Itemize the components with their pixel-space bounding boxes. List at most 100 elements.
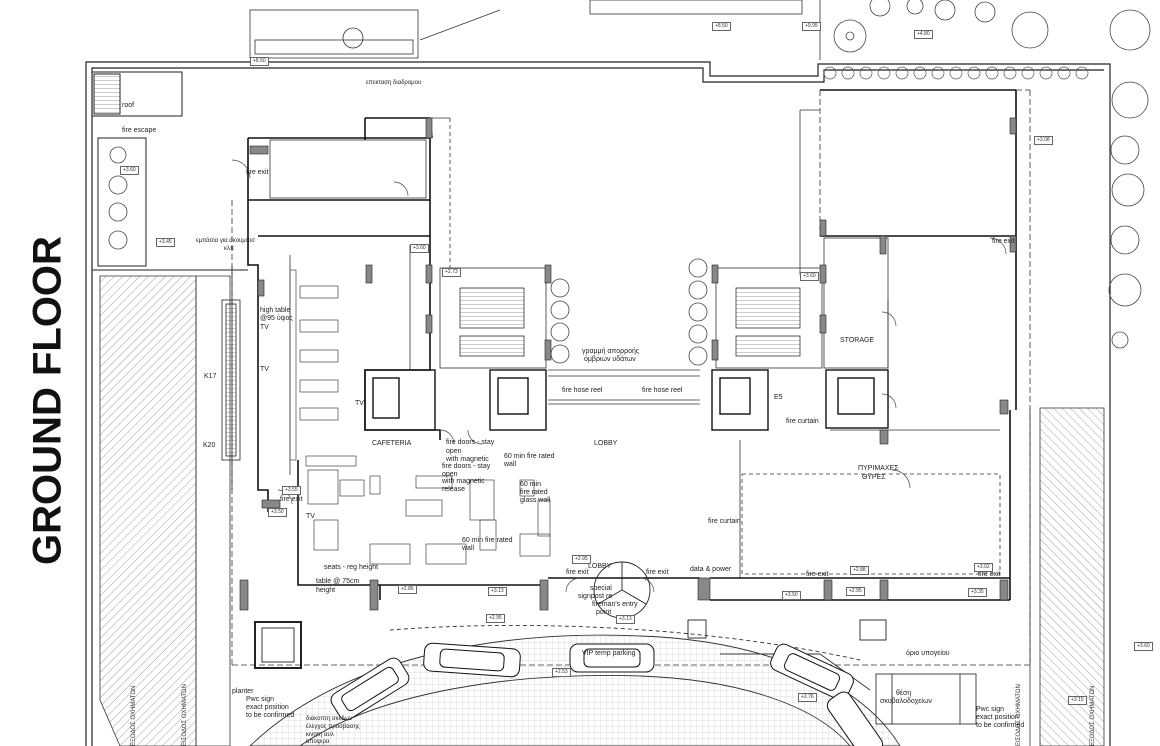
pwc-sign-note: to be confirmed bbox=[246, 712, 295, 719]
level-tag: +2.53 bbox=[552, 668, 571, 677]
fire-curtain-label: fire curtain bbox=[786, 418, 819, 425]
pwc-sign-note: Pwc sign bbox=[246, 696, 275, 703]
trees bbox=[108, 0, 1151, 366]
cars bbox=[330, 642, 884, 746]
vehicle-entry-label: ΕΙΣΟΔΟΣ ΟΧΗΜΑΤΩΝ bbox=[182, 684, 188, 746]
special-signpost-note: point bbox=[596, 609, 612, 616]
seats-note: table @ 75cm bbox=[316, 578, 360, 585]
vip-parking-label: VIP temp parking bbox=[582, 650, 636, 657]
high-table-height-label: @95 ύψος bbox=[260, 315, 293, 322]
level-tag: +8.50 bbox=[712, 22, 731, 31]
driveway bbox=[249, 625, 977, 746]
data-power-label: data & power bbox=[690, 566, 732, 573]
seats-note: seats - reg height bbox=[324, 564, 379, 571]
fire-hose-label: fire hose reel bbox=[642, 387, 683, 394]
ramp-rails bbox=[221, 266, 241, 490]
interior-lines bbox=[231, 89, 1031, 666]
fire-doors-note: with magnetic bbox=[446, 456, 489, 463]
k20-label: K20 bbox=[203, 442, 216, 449]
fire-rated-note: wall bbox=[462, 545, 475, 552]
ramp-label-2: κλπ bbox=[224, 246, 235, 252]
level-tag: +3.45 bbox=[156, 238, 175, 247]
fire-doors-note: open bbox=[442, 471, 458, 478]
level-tag: +4.80 bbox=[914, 30, 933, 39]
door-swings bbox=[231, 159, 1007, 593]
level-tag: +3.35 bbox=[968, 588, 987, 597]
extension-label: επεκταση διαδρομου bbox=[366, 80, 422, 86]
level-tag: +2.76 bbox=[798, 693, 817, 702]
level-tag: +3.02 bbox=[974, 563, 993, 572]
storage-label: STORAGE bbox=[840, 337, 875, 344]
special-signpost-note: special bbox=[590, 585, 612, 592]
tv-label: TV bbox=[260, 324, 269, 331]
fire-rated-note: 60 min bbox=[520, 481, 542, 488]
level-tag: +3.50 bbox=[268, 508, 287, 517]
barrier-note: διακοπτη σκεδων bbox=[306, 716, 353, 722]
e5-label: E5 bbox=[774, 394, 783, 401]
fire-exit-label: fire exit bbox=[646, 569, 669, 576]
level-tag: +8.50 bbox=[250, 57, 269, 66]
fire-doors-gr-label: ΠΥΡΙΜΑΧΕΣ bbox=[858, 465, 899, 472]
fire-exit-label: fire exit bbox=[806, 571, 829, 578]
fire-rated-note: 60 min fire rated bbox=[504, 453, 555, 460]
tv-label: TV bbox=[355, 400, 364, 407]
level-tag: +2.88 bbox=[850, 566, 869, 575]
ramp-label: εμπάσια για ακουμπισ bbox=[196, 238, 255, 244]
barrier-note: αποψιρα bbox=[306, 739, 330, 745]
fire-escape-label: fire escape bbox=[122, 127, 157, 134]
building-walls bbox=[247, 89, 1017, 601]
fire-rated-note: 60 min fire rated bbox=[462, 537, 513, 544]
fire-doors-gr-label: ΘΥΡΕΣ bbox=[862, 474, 886, 481]
lobby-label: LOBBY bbox=[594, 440, 618, 447]
tv-label: TV bbox=[260, 366, 269, 373]
special-signpost-note: fireman's entry bbox=[592, 601, 638, 608]
bin-position-label: σκυβαλοδοχείων bbox=[880, 698, 932, 705]
pwc-sign-note: to be confirmed bbox=[976, 722, 1025, 729]
fire-hose-label: fire hose reel bbox=[562, 387, 603, 394]
fire-exit-label: fire exit bbox=[992, 238, 1015, 245]
fire-doors-note: fire doors - stay bbox=[442, 463, 491, 470]
fire-doors-note: open bbox=[446, 448, 462, 455]
level-tag: +3.13 bbox=[616, 615, 635, 624]
fire-exit-label: fire exit bbox=[280, 496, 303, 503]
bin-position-label: θέση bbox=[896, 690, 912, 697]
planter-label: planter bbox=[232, 688, 254, 695]
fire-rated-note: fire rated bbox=[520, 489, 548, 496]
level-tag: +3.60 bbox=[410, 244, 429, 253]
basement-limit-label: όριο υπογείου bbox=[906, 650, 950, 657]
vehicle-entry-label: ΕΙΣΟΔΟΣ ΟΧΗΜΑΤΩΝ bbox=[1016, 684, 1022, 746]
nw-roof bbox=[91, 71, 248, 271]
seats-note: height bbox=[316, 587, 336, 594]
drain-label: όμβριων υδάτων bbox=[584, 356, 636, 363]
columns bbox=[239, 117, 1017, 611]
level-tag: +3.60 bbox=[120, 166, 139, 175]
cores bbox=[364, 369, 889, 431]
pwc-sign-note: exact position bbox=[976, 714, 1019, 721]
cafeteria-label: CAFETERIA bbox=[372, 440, 412, 447]
fire-doors-note: with magnetic bbox=[442, 478, 485, 485]
level-tag: +2.95 bbox=[486, 614, 505, 623]
pwc-sign-note: Pwc sign bbox=[976, 706, 1005, 713]
left-parking-hatch bbox=[99, 275, 231, 746]
lobby-label-2: LOBBY bbox=[588, 563, 612, 570]
level-tag: +2.73 bbox=[442, 268, 461, 277]
cafeteria-furniture bbox=[289, 269, 551, 565]
site-boundary bbox=[85, 61, 1111, 746]
fire-exit-label: fire exit bbox=[978, 571, 1001, 578]
barrier-note: έλεγχος προσβασης bbox=[306, 724, 360, 730]
pwc-sign-note: exact position bbox=[246, 704, 289, 711]
vehicle-exit-label: ΕΞΟΔΟΣ ΟΧΗΜΑΤΩΝ bbox=[131, 685, 137, 746]
fire-doors-note: fire doors - stay bbox=[446, 439, 495, 446]
level-tag: +3.60 bbox=[800, 272, 819, 281]
barrier-note: κινητη αυλ bbox=[306, 732, 334, 738]
special-signpost-note: signpost re bbox=[578, 593, 613, 600]
fire-rated-note: wall bbox=[504, 461, 517, 468]
level-tag: +3.55 bbox=[282, 486, 301, 495]
drain-label: γραμμή απορροής bbox=[582, 348, 640, 355]
level-tag: +3.15 bbox=[1068, 696, 1087, 705]
fire-curtain-label: fire curtain bbox=[708, 518, 741, 525]
fire-exit-label: fire exit bbox=[246, 169, 269, 176]
level-tag: +2.86 bbox=[398, 585, 417, 594]
page-title: GROUND FLOOR bbox=[25, 236, 70, 565]
level-tag: +3.50 bbox=[782, 591, 801, 600]
